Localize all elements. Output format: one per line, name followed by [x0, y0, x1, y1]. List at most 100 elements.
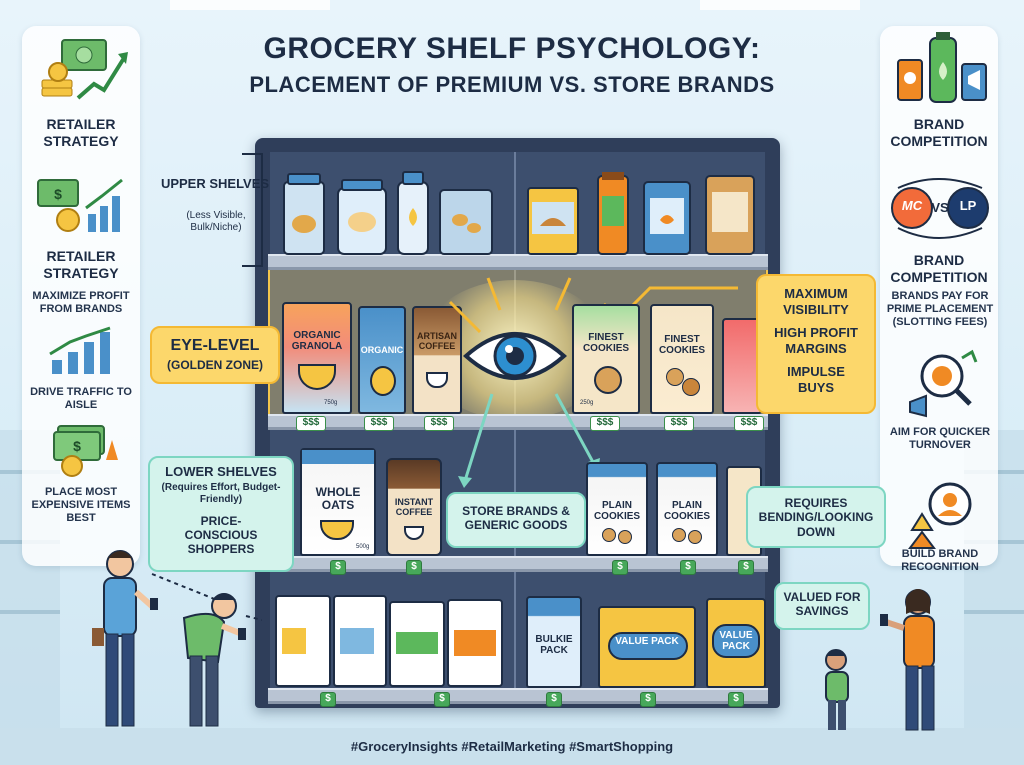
- price-tag-premium: $$$: [734, 416, 764, 431]
- organic-granola-label: ORGANIC GRANOLA: [291, 330, 343, 352]
- price-tag-budget: $: [680, 560, 696, 575]
- price-tag-budget: $: [728, 692, 744, 707]
- price-tag-budget: $: [738, 560, 754, 575]
- valued-callout: VALUED FOR SAVINGS: [774, 582, 870, 630]
- price-tag-budget: $: [612, 560, 628, 575]
- organic-label: ORGANIC: [360, 345, 404, 355]
- brand-versus-icon: [891, 178, 989, 239]
- whole-oats-package: WHOLE OATS 500g: [300, 448, 376, 556]
- price-tag-budget: $: [406, 560, 422, 575]
- left-heading-1: RETAILER STRATEGY: [43, 116, 119, 149]
- valued-label: VALUED FOR SAVINGS: [783, 590, 861, 619]
- price-tag-budget: $: [330, 560, 346, 575]
- price-tag-premium: $$$: [364, 416, 394, 431]
- oats-bowl-icon: [320, 520, 354, 540]
- store-brands-callout: STORE BRANDS & GENERIC GOODS: [446, 492, 586, 548]
- jar-cup-icon: [404, 526, 424, 540]
- price-tag-premium: $$$: [296, 416, 326, 431]
- shelf-board-lower: [268, 556, 768, 572]
- cookie-icon: [594, 366, 622, 394]
- value-pack-1: VALUE PACK: [598, 606, 696, 688]
- eye-level-title: EYE-LEVEL: [170, 337, 260, 354]
- price-tag-premium: $$$: [664, 416, 694, 431]
- artisan-coffee-package: ARTISAN COFFEE: [412, 306, 462, 414]
- plain-cookies-package-1: PLAIN COOKIES: [586, 462, 648, 556]
- page-title: GROCERY SHELF PSYCHOLOGY:: [263, 32, 761, 65]
- price-tag-premium: $$$: [424, 416, 454, 431]
- plain-cookies-label-2: PLAIN COOKIES: [663, 500, 711, 522]
- shoppers-right-illustration: [825, 589, 935, 731]
- value-pack-band-1: [608, 632, 688, 660]
- value-pack-label-1: VALUE PACK: [615, 636, 679, 647]
- page-subtitle: PLACEMENT OF PREMIUM VS. STORE BRANDS: [249, 72, 775, 97]
- granola-weight: 750g: [324, 400, 338, 406]
- money-growth-icon: [41, 39, 128, 100]
- left-panel: [22, 26, 140, 566]
- bulkie-pack-label: BULKIE PACK: [535, 634, 573, 656]
- left-item-maximize-profit: MAXIMIZE PROFIT FROM BRANDS: [32, 290, 130, 315]
- price-tag-budget: $: [640, 692, 656, 707]
- store-brands-label: STORE BRANDS & GENERIC GOODS: [462, 504, 570, 533]
- finest-cookies-package-1: FINEST COOKIES 250g: [572, 304, 640, 414]
- bottom-left-bulk-bags: [275, 595, 503, 687]
- vs-label: VS: [931, 200, 949, 215]
- lower-shelves-title: LOWER SHELVES: [165, 464, 277, 479]
- bulkie-pack: BULKIE PACK: [526, 596, 582, 688]
- eye-level-sub: (GOLDEN ZONE): [167, 358, 263, 373]
- organic-package: ORGANIC: [358, 306, 406, 414]
- plain-cookie-icon: [618, 530, 632, 544]
- lower-shelves-callout: LOWER SHELVES (Requires Effort, Budget-F…: [148, 456, 294, 572]
- artisan-coffee-label: ARTISAN COFFEE: [417, 331, 457, 351]
- whole-oats-label: WHOLE OATS: [315, 485, 361, 513]
- bending-callout: REQUIRES BENDING/LOOKING DOWN: [746, 486, 886, 548]
- chip-icon: [370, 366, 396, 396]
- value-pack-band-2: [712, 624, 760, 658]
- left-item-expensive-items: PLACE MOST EXPENSIVE ITEMS BEST: [31, 486, 131, 524]
- upper-shelves-title: UPPER SHELVES: [160, 176, 270, 191]
- left-heading-2: RETAILER STRATEGY: [43, 248, 119, 281]
- upper-shelf-left-products: [283, 171, 493, 255]
- upper-shelves-sub: (Less Visible, Bulk/Niche): [186, 210, 246, 233]
- high-margins-label: HIGH PROFIT MARGINS: [774, 325, 858, 356]
- price-tag-budget: $: [546, 692, 562, 707]
- eye-icon: [463, 332, 567, 380]
- finest-weight: 250g: [580, 400, 594, 406]
- right-panel: [880, 26, 998, 566]
- oats-band: [302, 450, 374, 464]
- plain-cookies-label-1: PLAIN COOKIES: [593, 500, 641, 522]
- right-heading-2: BRAND COMPETITION: [890, 252, 988, 285]
- plain-cookie-icon: [602, 528, 616, 542]
- price-tag-budget: $: [320, 692, 336, 707]
- max-visibility-label: MAXIMUM VISIBILITY: [783, 286, 849, 317]
- plain-cookie-icon: [672, 528, 686, 542]
- instant-coffee-jar: INSTANT COFFEE: [386, 458, 442, 556]
- finest-cookies-label-2: FINEST COOKIES: [658, 334, 706, 356]
- upper-shelf-right-products: [527, 172, 755, 255]
- price-conscious-label: PRICE-CONSCIOUS SHOPPERS: [184, 513, 258, 557]
- finest-cookies-package-2: FINEST COOKIES: [650, 304, 714, 414]
- plain-cookie-icon: [688, 530, 702, 544]
- svg-text:$: $: [73, 438, 81, 454]
- shelf-board-top: [268, 254, 768, 270]
- brand-recognition-icon: [908, 482, 972, 549]
- eye-level-callout: EYE-LEVEL (GOLDEN ZONE): [150, 326, 280, 384]
- maximum-visibility-callout: MAXIMUM VISIBILITY HIGH PROFIT MARGINS I…: [756, 274, 876, 414]
- money-chart-icon: $: [37, 178, 123, 232]
- impulse-buys-label: IMPULSE BUYS: [787, 364, 845, 395]
- plain-cookies-package-2: PLAIN COOKIES: [656, 462, 718, 556]
- cash-stack-icon: $: [53, 425, 118, 477]
- granola-bowl-icon: [298, 364, 336, 390]
- coffee-cup-icon: [426, 372, 448, 388]
- bending-label: REQUIRES BENDING/LOOKING DOWN: [758, 496, 874, 539]
- price-tag-premium: $$$: [590, 416, 620, 431]
- instant-coffee-label: INSTANT COFFEE: [394, 497, 434, 517]
- turnover-magnifier-icon: [909, 349, 978, 418]
- cookie-icon-small-1: [666, 368, 684, 386]
- cookie-icon-small-2: [682, 378, 700, 396]
- branded-products-icon: [897, 32, 987, 103]
- bar-chart-growth-icon: [49, 326, 111, 374]
- right-heading-1: BRAND COMPETITION: [890, 116, 988, 149]
- right-item-turnover: AIM FOR QUICKER TURNOVER: [889, 426, 991, 451]
- upper-bracket: [242, 153, 263, 267]
- price-tag-budget: $: [434, 692, 450, 707]
